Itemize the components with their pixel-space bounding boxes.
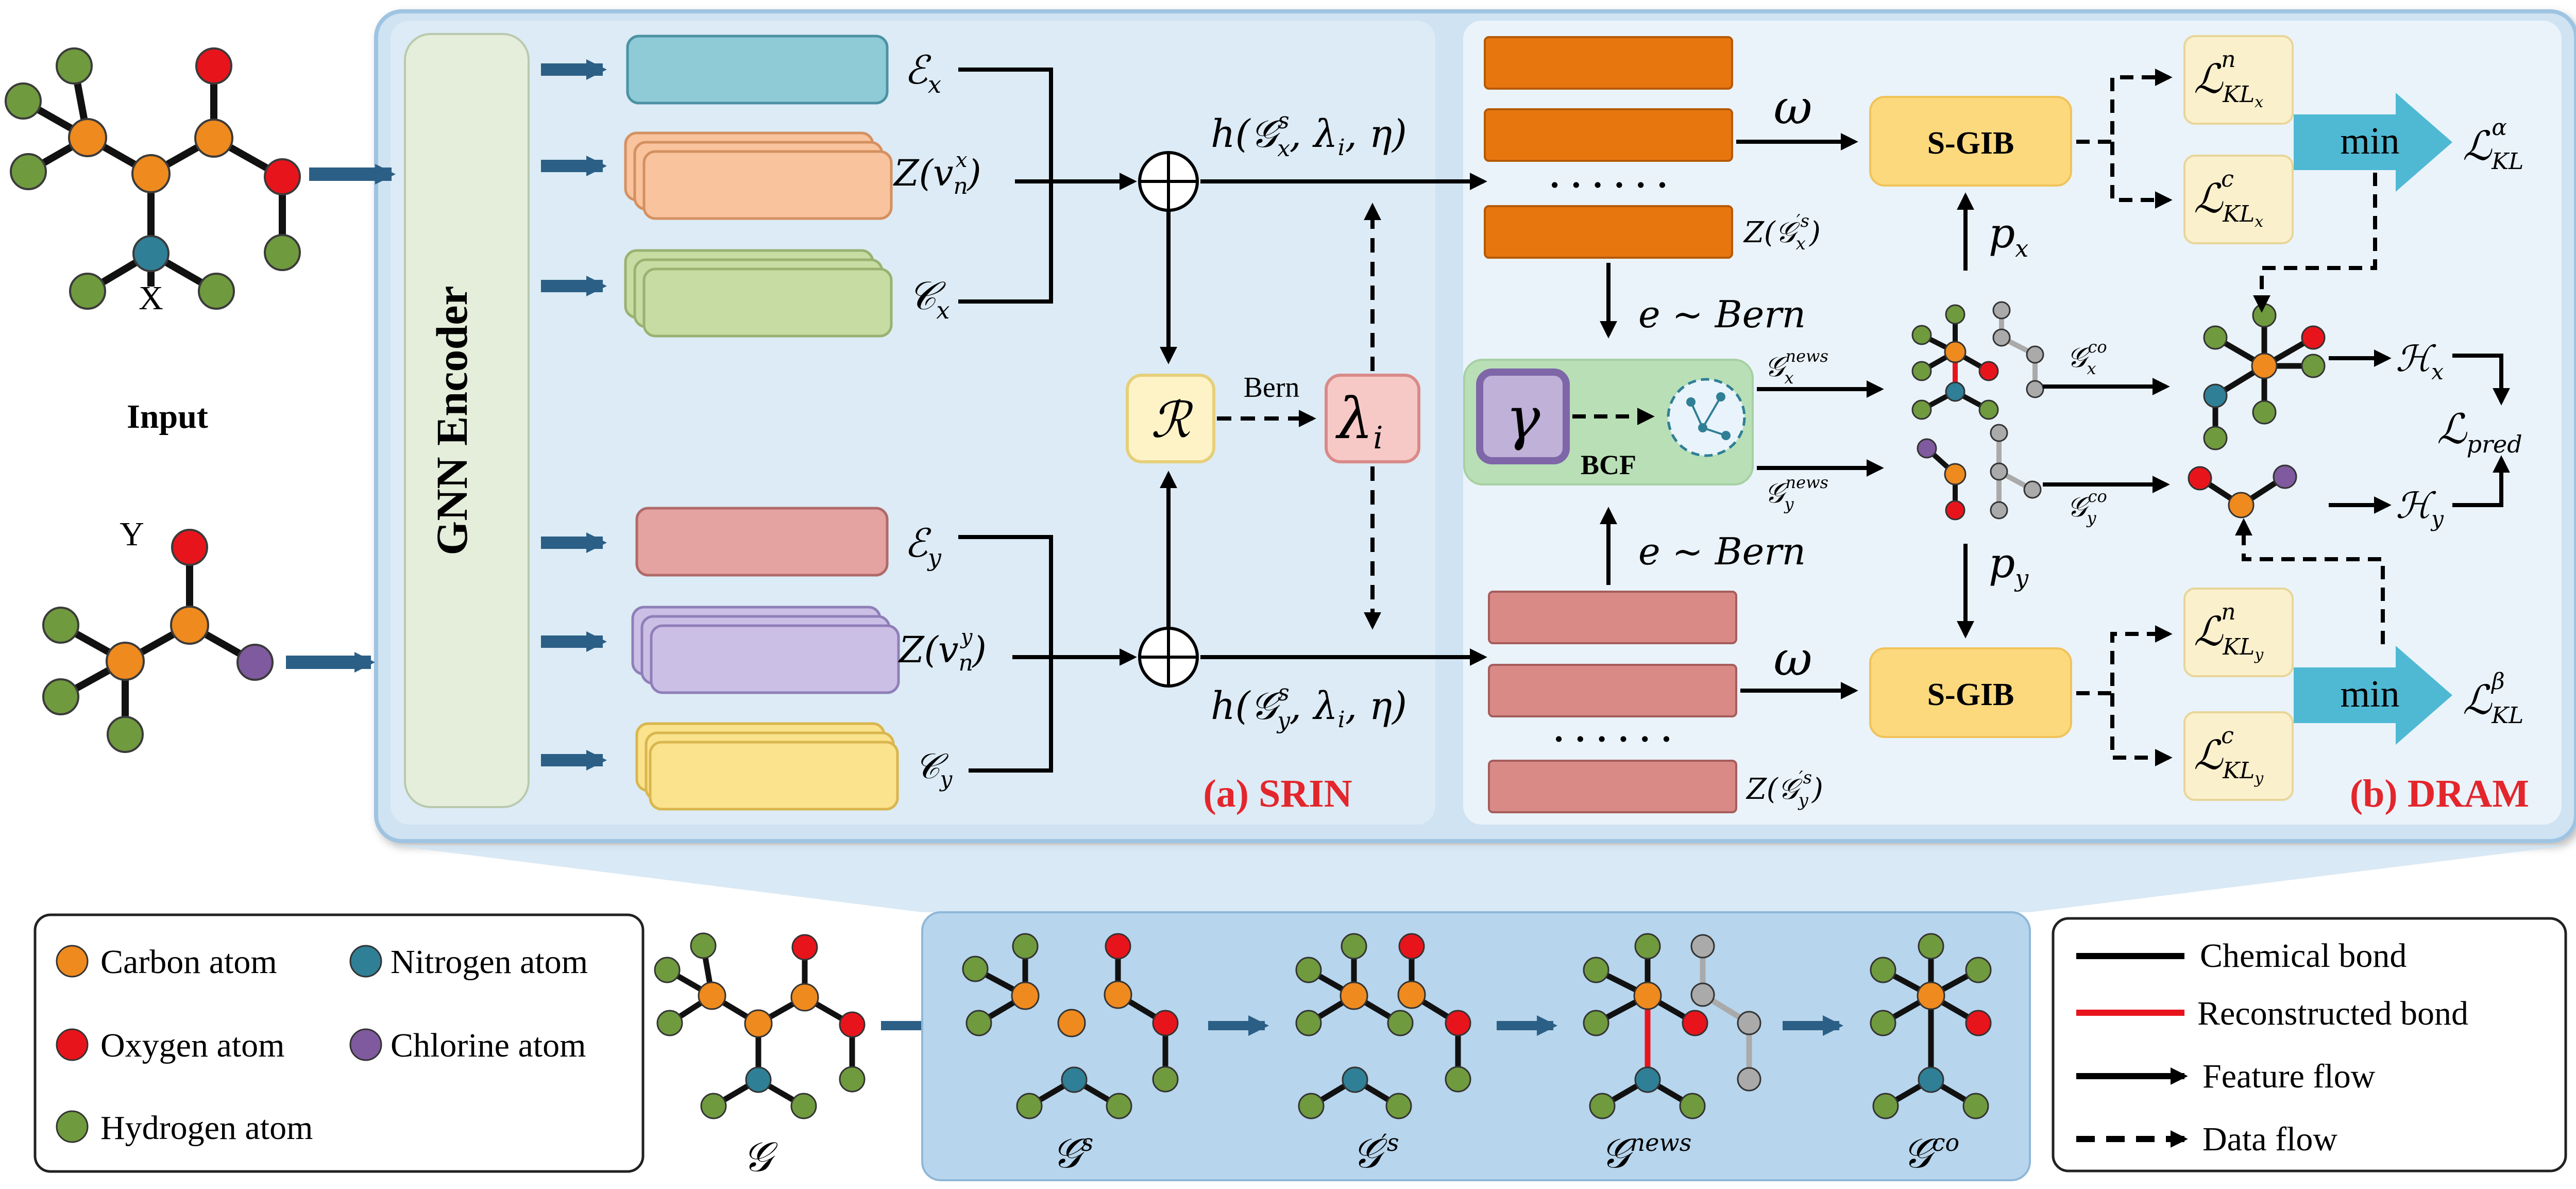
- molecule-x-atoms: [5, 47, 301, 310]
- oplus-top: [1138, 151, 1199, 212]
- omega-top: ω: [1773, 80, 1812, 135]
- context-embedding-y: [635, 722, 899, 811]
- dram-bars-x: [1484, 36, 1733, 259]
- srin-flow-arrows: [1160, 173, 1487, 666]
- bern-label: Bern: [1244, 372, 1300, 404]
- sgib-bottom-label: S-GIB: [1927, 677, 2014, 712]
- edge-embedding-y: [635, 507, 889, 577]
- dram-gnews-y-molecule: [1917, 424, 2042, 521]
- bcf-icon: [1667, 378, 1746, 457]
- legend-reconstructed: Reconstructed bond: [2197, 995, 2468, 1032]
- bottom-molecule-gs: [962, 933, 1179, 1119]
- bcf-label: BCF: [1581, 449, 1636, 480]
- bottom-molecule-gnews: [1583, 933, 1761, 1119]
- dram-title: (b) DRAM: [2350, 772, 2529, 815]
- legend-carbon: Carbon atom: [100, 943, 277, 981]
- h-bottom: h(𝒢ys, λi, η): [1211, 680, 1407, 734]
- hx-to-lpred: [2452, 354, 2510, 406]
- flow-legend-box: [2052, 917, 2567, 1173]
- context-embedding-x: [624, 249, 893, 338]
- zgx-label: Z(𝒢x′s): [1743, 211, 1821, 254]
- molecule-x-label: X: [139, 279, 163, 317]
- kl-y-n: ℒKLyn: [2194, 599, 2264, 664]
- gnn-encoder-label: GNN Encoder: [427, 286, 477, 555]
- hx-label: ℋx: [2396, 338, 2444, 384]
- srin-title: (a) SRIN: [1203, 772, 1352, 815]
- lpred-label: ℒpred: [2437, 405, 2522, 458]
- h-top: h(𝒢xs, λi, η): [1211, 108, 1407, 162]
- bottom-gps-label: 𝒢′s: [1352, 1129, 1399, 1177]
- sgib-kl-dataflow: [2076, 69, 2385, 766]
- hy-to-lpred: [2452, 455, 2510, 507]
- molecule-y-label: Y: [120, 515, 144, 553]
- label-zy: Z(vny): [898, 625, 987, 676]
- r-block: [1126, 374, 1215, 463]
- input-label: Input: [127, 398, 208, 436]
- encoder-output-arrows: [541, 59, 607, 771]
- dots-x: · · · · · ·: [1549, 168, 1668, 204]
- atom-legend-box: [33, 913, 645, 1173]
- gnews-y-label: 𝒢ynews: [1765, 473, 1828, 514]
- e-bern-bottom: e ~ Bern: [1638, 530, 1806, 573]
- legend-data: Data flow: [2202, 1120, 2337, 1158]
- lambda-block: [1325, 374, 1420, 463]
- label-zx: Z(vnx): [893, 148, 981, 199]
- sgib-bottom: [1869, 647, 2072, 738]
- label-ey: ℰy: [904, 520, 942, 572]
- srin-bracket-lines: [958, 68, 1137, 773]
- dots-y: · · · · · ·: [1553, 722, 1672, 758]
- kl-x-n: ℒKLxn: [2194, 46, 2263, 111]
- legend-feature: Feature flow: [2202, 1058, 2376, 1095]
- hy-label: ℋy: [2396, 484, 2444, 531]
- molecule-y-atoms: [42, 529, 274, 753]
- gamma-block: [1476, 369, 1570, 464]
- kl-y-c: ℒKLyc: [2194, 723, 2264, 788]
- sgib-top-label: S-GIB: [1927, 126, 2014, 161]
- dram-bars-y: [1488, 591, 1737, 813]
- min-bottom-label: min: [2340, 673, 2399, 715]
- kl-boxes: [2183, 35, 2294, 801]
- node-embedding-y: [631, 606, 900, 694]
- label-ex: ℰx: [904, 47, 941, 98]
- dram-gco-y-molecule: [2188, 464, 2297, 518]
- node-embedding-x: [624, 131, 893, 220]
- legend-chemical: Chemical bond: [2200, 937, 2406, 975]
- l-beta-label: ℒKLβ: [2463, 668, 2523, 729]
- min-arrow-top: [2294, 93, 2452, 192]
- zoom-trapezoid: [392, 845, 2571, 912]
- legend-oxygen: Oxygen atom: [100, 1027, 284, 1064]
- oplus-bottom: [1138, 627, 1199, 688]
- legend-nitrogen: Nitrogen atom: [391, 943, 588, 981]
- dram-gco-x-molecule: [2203, 303, 2326, 450]
- atom-legend-swatches: [56, 945, 382, 1143]
- l-alpha-label: ℒKLα: [2463, 114, 2523, 175]
- process-panel: [921, 911, 2031, 1181]
- omega-arrows: [1736, 133, 1858, 699]
- bottom-molecule-gco: [1870, 933, 1992, 1119]
- sgib-top: [1869, 96, 2072, 187]
- bottom-molecule-gps: [1295, 933, 1471, 1119]
- min-arrow-bottom: [2294, 646, 2452, 745]
- srin-data-arrows: [1217, 203, 1381, 630]
- px-label: px: [1989, 209, 2028, 262]
- dram-gnews-x-molecule: [1911, 301, 2044, 420]
- bottom-gnews-label: 𝒢news: [1601, 1129, 1692, 1177]
- zgy-label: Z(𝒢y′s): [1745, 767, 1823, 811]
- edge-embedding-x: [626, 35, 889, 105]
- lambda-symbol: λi: [1335, 386, 1383, 456]
- e-bern-top: e ~ Bern: [1638, 293, 1806, 336]
- gamma-symbol: γ: [1506, 385, 1541, 452]
- bottom-molecule-g: [654, 932, 866, 1119]
- gnn-encoder-block: [404, 33, 530, 808]
- omega-bottom: ω: [1773, 631, 1812, 686]
- r-symbol: ℛ: [1151, 391, 1194, 449]
- kl-x-c: ℒKLxc: [2194, 166, 2263, 231]
- py-label: py: [1989, 539, 2029, 592]
- min-top-label: min: [2340, 120, 2399, 162]
- bottom-g-label: 𝒢: [743, 1133, 778, 1181]
- legend-hydrogen: Hydrogen atom: [100, 1109, 313, 1147]
- legend-chlorine: Chlorine atom: [391, 1027, 586, 1064]
- molecule-y: [59, 547, 257, 734]
